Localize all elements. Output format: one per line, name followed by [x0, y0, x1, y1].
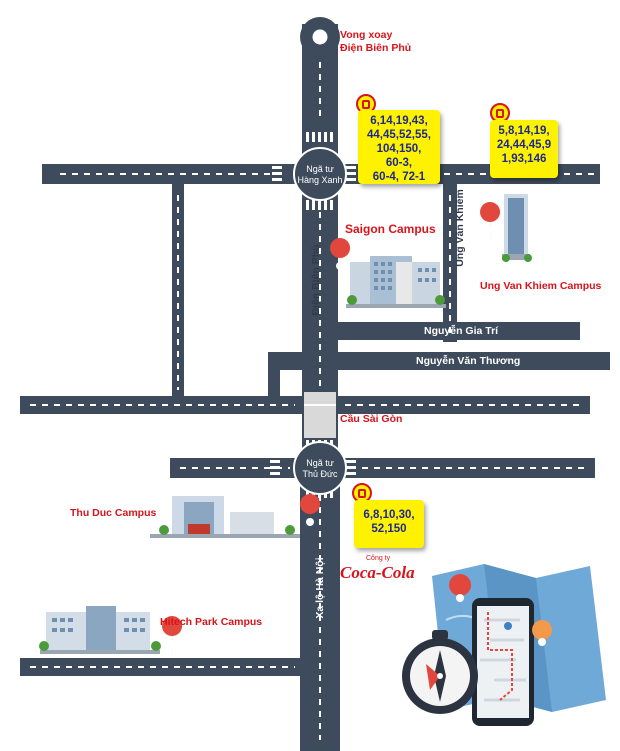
ung-van-khiem-building	[502, 194, 532, 262]
location-pin-icon	[532, 620, 553, 664]
location-pin-icon	[449, 574, 472, 622]
road-label-nguyen-van-thuong: Nguyễn Văn Thương	[416, 355, 521, 367]
road-nguyen-van-thuong	[270, 352, 610, 370]
coca-cola-small-label: Công ty	[366, 555, 391, 562]
bus-icon	[356, 94, 376, 114]
road-nguyen-gia-tri	[330, 322, 580, 340]
bus-routes-hang-xanh: 6,14,19,43, 44,45,52,55, 104,150, 60-3, …	[358, 110, 440, 184]
location-pin-icon	[162, 616, 183, 662]
hang-xanh-intersection	[293, 147, 347, 201]
road-label-dien-bien-phu: Điện Biên Phủ	[310, 244, 322, 316]
saigon-campus-building	[346, 256, 446, 308]
road-label-xa-lo-ha-noi: Xa lộ Hà Nội	[314, 557, 326, 619]
location-pin-icon	[480, 202, 501, 248]
bus-routes-ung-van-khiem: 5,8,14,19, 24,44,45,9 1,93,146	[490, 120, 558, 178]
roundabout-label: Vong xoay Điện Biên Phủ	[340, 29, 412, 54]
bridge-label: Cầu Sài Gòn	[340, 413, 403, 425]
road-label-ung-van-khiem: Ung Văn Khiêm	[454, 189, 466, 267]
compass-icon	[402, 630, 478, 714]
hitech-park-campus-label: Hitech Park Campus	[160, 616, 263, 628]
road-label-nguyen-gia-tri: Nguyễn Gia Trí	[424, 325, 499, 337]
bridge	[304, 392, 336, 438]
hitech-park-building	[39, 606, 161, 654]
ung-van-khiem-campus-label: Ung Van Khiem Campus	[480, 280, 602, 292]
lane-markings	[30, 62, 595, 740]
thu-duc-campus-building	[150, 496, 300, 538]
smartphone-map-icon	[472, 598, 534, 726]
bus-routes-thu-duc: 6,8,10,30, 52,150	[354, 500, 424, 548]
thu-duc-intersection-label: Ngã tư Thủ Đức	[302, 458, 338, 479]
coca-cola-logo: Coca-Cola	[340, 563, 415, 582]
location-pin-icon	[300, 494, 321, 540]
hang-xanh-label: Ngã tư Hàng Xanh	[297, 164, 343, 185]
thu-duc-campus-label: Thu Duc Campus	[70, 507, 157, 519]
road-ung-van-khiem	[443, 184, 457, 342]
location-pin-icon	[330, 238, 351, 284]
bus-icon	[352, 483, 372, 503]
thu-duc-intersection	[293, 441, 347, 495]
road-hitech	[20, 658, 320, 676]
roundabout-center	[309, 26, 331, 48]
saigon-campus-label: Saigon Campus	[345, 222, 436, 236]
